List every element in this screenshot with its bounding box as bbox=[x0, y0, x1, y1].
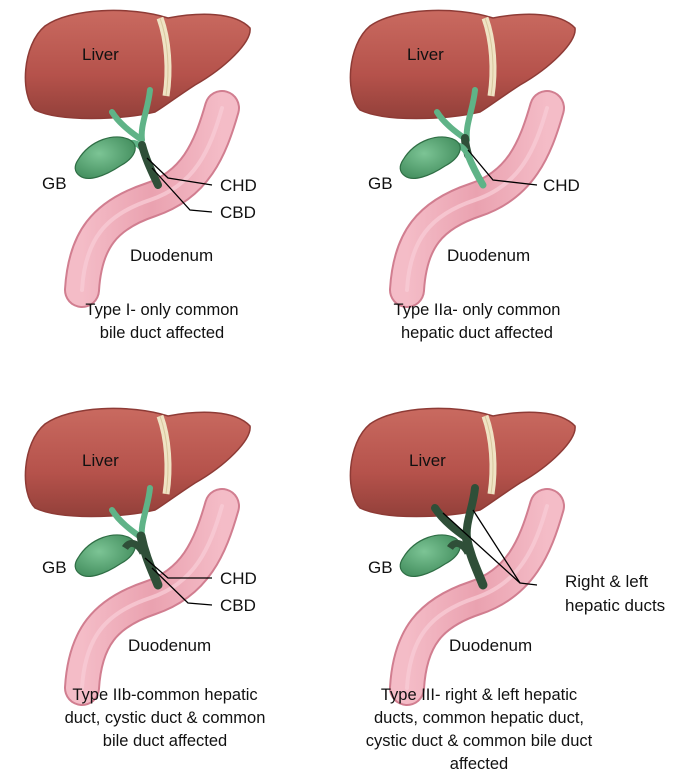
caption-line: bile duct affected bbox=[100, 324, 224, 342]
gb-label: GB bbox=[368, 174, 393, 193]
gallbladder-shape bbox=[74, 136, 136, 179]
caption-line: affected bbox=[450, 755, 508, 773]
caption-line: ducts, common hepatic duct, bbox=[374, 709, 584, 727]
caption-line: bile duct affected bbox=[103, 732, 227, 750]
gallbladder-shape bbox=[399, 136, 461, 179]
duodenum-label: Duodenum bbox=[449, 636, 532, 655]
cbd-label: CBD bbox=[220, 596, 256, 615]
duodenum-shape bbox=[407, 506, 547, 688]
panel-type-2a: Liver GB CHD Duodenum Type IIa- only com… bbox=[350, 10, 580, 342]
liver-label: Liver bbox=[82, 45, 119, 64]
gb-label: GB bbox=[42, 174, 67, 193]
gallbladder-shape bbox=[399, 534, 461, 577]
chd-label: CHD bbox=[543, 176, 580, 195]
caption-line: Type IIb-common hepatic bbox=[72, 686, 257, 704]
panel-type-3: Liver GB Right & left hepatic ducts Duod… bbox=[350, 408, 665, 773]
caption-line: hepatic duct affected bbox=[401, 324, 553, 342]
caption-line: Type I- only common bbox=[85, 301, 238, 319]
caption-line: Type III- right & left hepatic bbox=[381, 686, 577, 704]
gb-label: GB bbox=[368, 558, 393, 577]
cbd-label: CBD bbox=[220, 203, 256, 222]
gb-label: GB bbox=[42, 558, 67, 577]
duodenum-shape bbox=[82, 506, 222, 688]
liver-label: Liver bbox=[409, 451, 446, 470]
right-left-label-line1: Right & left bbox=[565, 572, 648, 591]
liver-label: Liver bbox=[82, 451, 119, 470]
right-left-label-line2: hepatic ducts bbox=[565, 596, 665, 615]
duodenum-label: Duodenum bbox=[447, 246, 530, 265]
panel-type-2b: Liver GB CHD CBD Duodenum Type IIb-commo… bbox=[25, 408, 265, 750]
caption-line: Type IIa- only common bbox=[394, 301, 561, 319]
caption-line: cystic duct & common bile duct bbox=[366, 732, 593, 750]
duodenum-label: Duodenum bbox=[128, 636, 211, 655]
duodenum-label: Duodenum bbox=[130, 246, 213, 265]
liver-label: Liver bbox=[407, 45, 444, 64]
panel-type-1: Liver GB CHD CBD Duodenum Type I- only c… bbox=[25, 10, 257, 342]
caption-line: duct, cystic duct & common bbox=[65, 709, 266, 727]
chd-label: CHD bbox=[220, 569, 257, 588]
gallbladder-shape bbox=[74, 534, 136, 577]
chd-label: CHD bbox=[220, 176, 257, 195]
